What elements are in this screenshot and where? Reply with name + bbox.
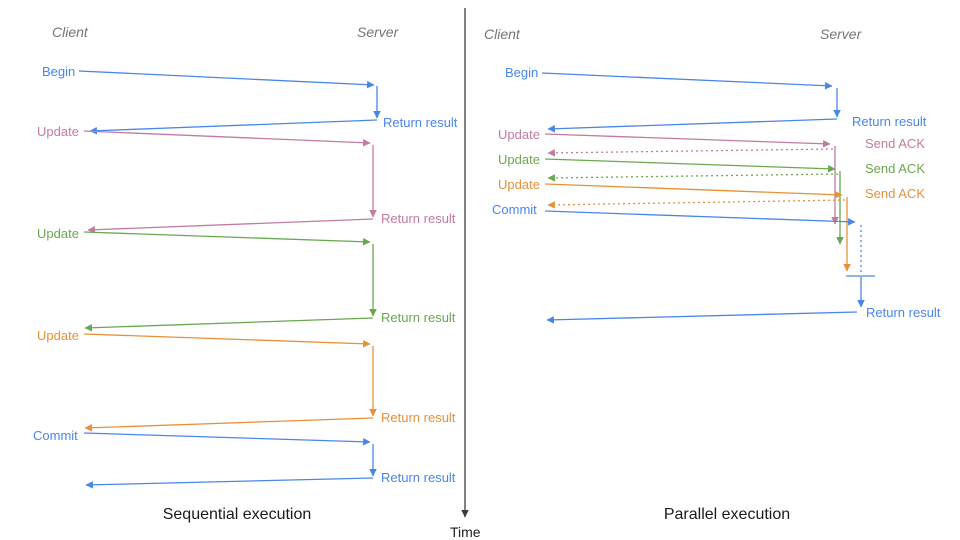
right-update-3-request <box>544 183 843 199</box>
left-update-2-request <box>83 231 371 246</box>
right-update-3-label: Update <box>498 177 540 192</box>
left-update-1-label: Update <box>37 124 79 139</box>
left-commit-request <box>83 432 371 446</box>
right-commit-return <box>546 311 858 324</box>
right-update-2-ack <box>547 173 839 182</box>
left-update-2-label: Update <box>37 226 79 241</box>
left-update-2-return <box>84 317 374 332</box>
left-begin-request <box>78 70 375 89</box>
left-begin-label: Begin <box>42 64 75 79</box>
left-update-1-request <box>83 130 371 147</box>
left-update-3-request <box>83 333 371 348</box>
left-return-result-4: Return result <box>381 410 456 425</box>
left-commit-return <box>85 477 374 489</box>
right-update-2-request <box>544 158 836 173</box>
right-send-ack-1: Send ACK <box>865 136 925 151</box>
right-update-1-ack <box>547 148 834 157</box>
left-return-result-1: Return result <box>383 115 458 130</box>
left-update-3-return <box>84 417 374 432</box>
left-commit-label: Commit <box>33 428 78 443</box>
right-client-heading: Client <box>484 26 521 42</box>
right-send-ack-2: Send ACK <box>865 161 925 176</box>
left-update-3-label: Update <box>37 328 79 343</box>
left-return-result-5: Return result <box>381 470 456 485</box>
right-send-ack-3: Send ACK <box>865 186 925 201</box>
right-update-3-ack <box>547 199 846 209</box>
right-begin-label: Begin <box>505 65 538 80</box>
left-begin-return <box>89 119 378 135</box>
right-update-1-label: Update <box>498 127 540 142</box>
right-return-result-1: Return result <box>852 114 927 129</box>
left-return-result-2: Return result <box>381 211 456 226</box>
left-update-1-return <box>87 218 374 234</box>
right-commit-label: Commit <box>492 202 537 217</box>
right-commit-request <box>544 210 856 226</box>
right-server-heading: Server <box>820 26 863 42</box>
right-begin-request <box>541 72 833 90</box>
left-client-heading: Client <box>52 24 89 40</box>
right-update-1-request <box>544 133 831 148</box>
left-caption: Sequential execution <box>163 506 312 523</box>
left-server-heading: Server <box>357 24 400 40</box>
right-return-result-2: Return result <box>866 305 941 320</box>
right-begin-return <box>547 118 838 133</box>
left-return-result-3: Return result <box>381 310 456 325</box>
right-update-2-label: Update <box>498 152 540 167</box>
right-caption: Parallel execution <box>664 506 790 523</box>
time-axis-label: Time <box>450 524 481 540</box>
